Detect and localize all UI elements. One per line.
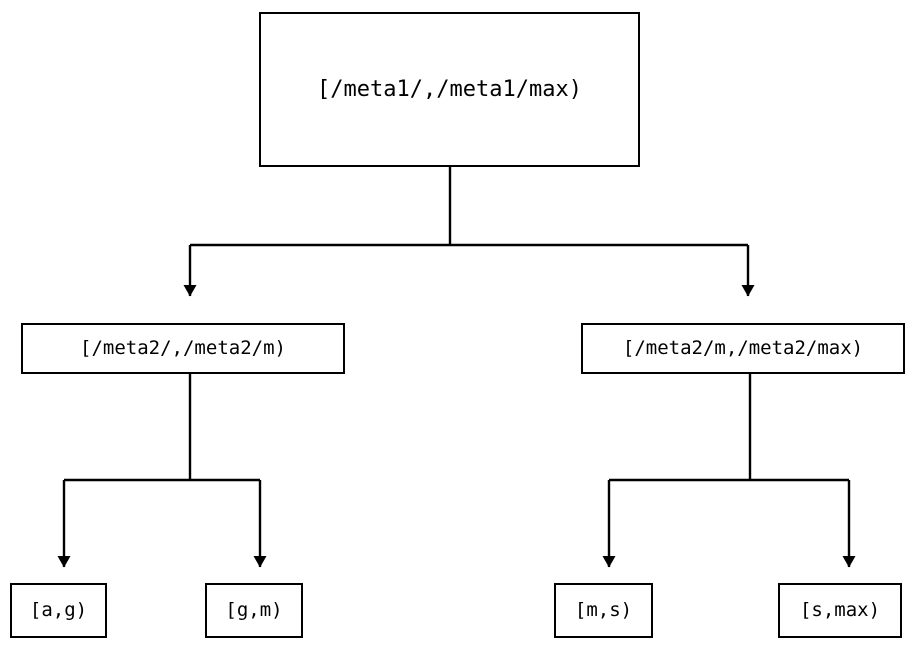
node-leaf-m-s[interactable]: [m,s) — [554, 583, 653, 638]
node-mid-left[interactable]: [/meta2/,/meta2/m) — [21, 323, 345, 374]
node-leaf-g-m-label: [g,m) — [225, 599, 283, 621]
node-leaf-a-g[interactable]: [a,g) — [10, 583, 107, 638]
node-root-label: [/meta1/,/meta1/max) — [317, 76, 582, 102]
node-mid-left-label: [/meta2/,/meta2/m) — [80, 337, 286, 359]
node-mid-right-label: [/meta2/m,/meta2/max) — [622, 337, 864, 359]
node-root[interactable]: [/meta1/,/meta1/max) — [259, 12, 640, 167]
node-leaf-s-max-label: [s,max) — [799, 599, 881, 621]
node-mid-right[interactable]: [/meta2/m,/meta2/max) — [581, 323, 905, 374]
node-leaf-s-max[interactable]: [s,max) — [778, 583, 902, 638]
node-leaf-m-s-label: [m,s) — [574, 599, 633, 621]
node-leaf-g-m[interactable]: [g,m) — [205, 583, 303, 638]
node-leaf-a-g-label: [a,g) — [29, 599, 88, 621]
